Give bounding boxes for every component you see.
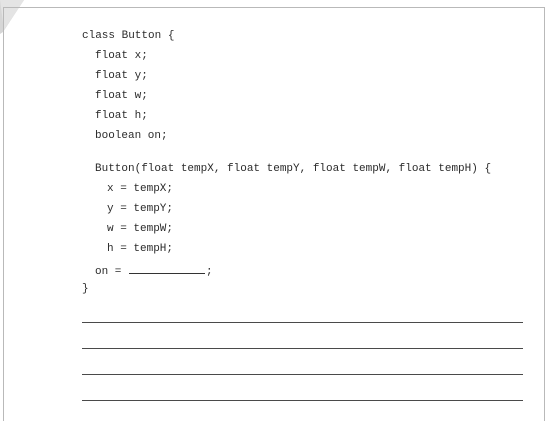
- assign-on-prefix: on =: [95, 266, 129, 278]
- answer-line[interactable]: [82, 322, 523, 323]
- assign-on-line: on = ;: [95, 263, 213, 279]
- answer-line[interactable]: [82, 400, 523, 401]
- field-w: float w;: [95, 90, 148, 102]
- constructor-declaration: Button(float tempX, float tempY, float t…: [95, 163, 492, 175]
- field-y: float y;: [95, 70, 148, 82]
- worksheet-frame: [3, 7, 545, 421]
- assign-on-suffix: ;: [206, 266, 213, 278]
- field-h: float h;: [95, 110, 148, 122]
- field-x: float x;: [95, 50, 148, 62]
- answer-line[interactable]: [82, 348, 523, 349]
- answer-line[interactable]: [82, 374, 523, 375]
- assign-x: x = tempX;: [107, 183, 174, 195]
- fill-in-blank[interactable]: [129, 263, 206, 274]
- class-declaration: class Button {: [82, 30, 175, 42]
- field-on: boolean on;: [95, 130, 168, 142]
- assign-y: y = tempY;: [107, 203, 174, 215]
- assign-h: h = tempH;: [107, 243, 174, 255]
- assign-w: w = tempW;: [107, 223, 174, 235]
- class-closing-brace: }: [82, 283, 89, 295]
